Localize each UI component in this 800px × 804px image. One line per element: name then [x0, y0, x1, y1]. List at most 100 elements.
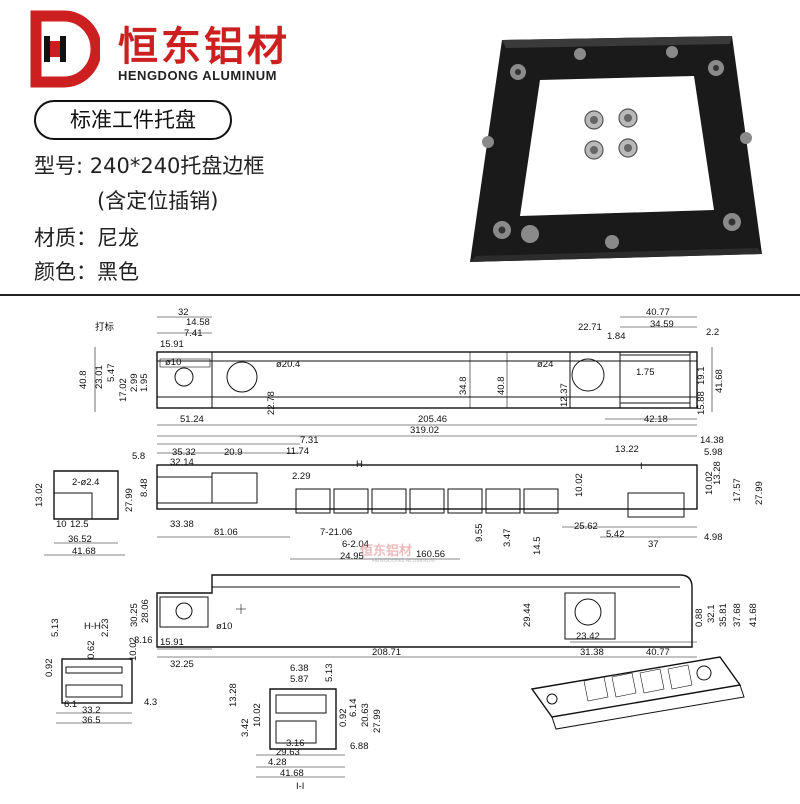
dim: 4.28 [268, 757, 287, 768]
dim: 20.63 [360, 703, 371, 727]
dim: 6-2.04 [342, 539, 369, 550]
dim-label-mark: 打标 [95, 321, 115, 333]
black-tray-frame-photo [462, 22, 767, 272]
dim: 25.62 [574, 521, 598, 532]
dim: 14.38 [700, 435, 724, 446]
dim: 36.52 [68, 534, 92, 545]
dim: 160.56 [416, 549, 445, 560]
dim: 40.77 [646, 307, 670, 318]
dim: 32.1 [706, 605, 717, 624]
dim: 23.42 [576, 631, 600, 642]
dim: 22.71 [578, 322, 602, 333]
dim: 29.63 [276, 747, 300, 758]
front-view: 35.32 32.14 20.9 7.31 11.74 2.29 5.8 27.… [124, 435, 765, 562]
dim: 29.44 [522, 603, 533, 627]
dim: 13.02 [34, 483, 45, 507]
brand-name-cn: 恒东铝材 [118, 24, 290, 70]
dim: 22.78 [266, 391, 277, 415]
dim: 0.62 [86, 641, 97, 660]
top-view: 打标 32 14.58 7.41 15.91 ø10 40.8 23.01 5.… [78, 307, 725, 437]
dim: 4.98 [704, 532, 723, 543]
dim: 33.2 [82, 705, 101, 716]
dim: 41.68 [280, 768, 304, 779]
dim: 0.92 [338, 709, 349, 728]
dim: 5.42 [606, 529, 625, 540]
section-divider [0, 294, 800, 296]
dim: 1.75 [636, 367, 655, 378]
dim: 41.68 [714, 369, 725, 393]
bottom-view: 30.25 28.06 ø10 3.16 15.91 32.25 208.71 … [129, 574, 759, 670]
dim: 7-21.06 [320, 527, 352, 538]
dim: 3.47 [502, 529, 513, 548]
dim: 81.06 [214, 527, 238, 538]
dim: 41.68 [72, 546, 96, 557]
dim: 14.5 [532, 537, 543, 556]
dim: 36.5 [82, 715, 101, 726]
dim: 41.68 [748, 603, 759, 627]
isometric-view [530, 656, 745, 730]
dim: 6.38 [290, 663, 309, 674]
dim: 19.1 [696, 367, 707, 386]
dim: 32.25 [170, 659, 194, 670]
dim: 0.92 [44, 659, 55, 678]
dim: 27.99 [372, 709, 383, 733]
dim: 24.95 [340, 551, 364, 562]
dim: 3.16 [134, 635, 153, 646]
dim: 9.55 [474, 524, 485, 543]
dim: ø10 [216, 621, 232, 632]
dim: H [356, 459, 363, 470]
dim: 12.5 [70, 519, 89, 530]
dim: 10 [56, 519, 67, 530]
dim: 3.42 [240, 719, 251, 738]
dim: 34.8 [458, 377, 469, 396]
dim: 3.16 [286, 738, 305, 749]
dim: 13.28 [228, 683, 239, 707]
dim: 42.18 [644, 414, 668, 425]
dim: 27.99 [124, 488, 135, 512]
dim: 7.31 [300, 435, 319, 446]
dim: 2.23 [100, 619, 111, 638]
dim: 35.32 [172, 447, 196, 458]
dim: 208.71 [372, 647, 401, 658]
dim: 40.8 [496, 377, 507, 396]
dim: 5.8 [132, 451, 145, 462]
dim: 10.02 [128, 637, 139, 661]
dim: 14.58 [186, 317, 210, 328]
dim: 6.88 [350, 741, 369, 752]
dim: ø24 [537, 359, 553, 370]
engineering-drawing: 打标 32 14.58 7.41 15.91 ø10 40.8 23.01 5.… [0, 297, 800, 800]
brand-name-en: HENGDONG ALUMINUM [118, 68, 277, 83]
dim: 13.28 [712, 461, 723, 485]
dim: 4.3 [144, 697, 157, 708]
product-color: 颜色：黑色 [34, 260, 139, 284]
product-title-badge: 标准工件托盘 [34, 100, 232, 140]
section-hh: H-H 5.13 2.23 0.62 0.92 10.02 6.1 33.2 3… [44, 619, 157, 727]
dim: 37.68 [732, 603, 743, 627]
dim: 32 [178, 307, 189, 318]
product-model: 型号: 240*240托盘边框 [34, 154, 265, 178]
dim: 40.8 [78, 371, 89, 390]
dim: 28.06 [140, 599, 151, 623]
dim: 8.48 [139, 479, 150, 498]
dim: 10.02 [252, 703, 263, 727]
dim: 17.02 [118, 378, 129, 402]
dim: 37 [648, 539, 659, 550]
dim: 35.81 [718, 603, 729, 627]
dim: 40.77 [646, 647, 670, 658]
dim: 6.14 [348, 699, 359, 718]
dim: 51.24 [180, 414, 204, 425]
brand-logo-icon [30, 10, 102, 88]
dim: 15.91 [160, 339, 184, 350]
watermark-en: HENGDONG ALUMINUM [372, 558, 435, 564]
dim: 27.99 [754, 481, 765, 505]
dim: 2.29 [292, 471, 311, 482]
dim: 20.9 [224, 447, 243, 458]
dim: 5.13 [324, 664, 335, 683]
dim: 5.87 [290, 674, 309, 685]
dim: 33.38 [170, 519, 194, 530]
dim: 10.02 [574, 473, 585, 497]
dim: 2.99 [129, 374, 140, 393]
dim: ø20.4 [276, 359, 300, 370]
dim: 205.46 [418, 414, 447, 425]
dim: 5.47 [106, 364, 117, 383]
